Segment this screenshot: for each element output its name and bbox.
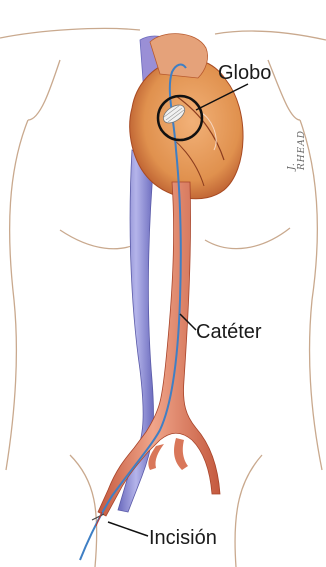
aorta [98, 182, 220, 516]
artist-signature: J. RHEAD [287, 130, 307, 170]
incision-label: Incisión [149, 528, 217, 548]
incision-leader-line [108, 522, 148, 536]
catheter-label: Catéter [196, 322, 262, 342]
balloon-label: Globo [218, 63, 271, 83]
